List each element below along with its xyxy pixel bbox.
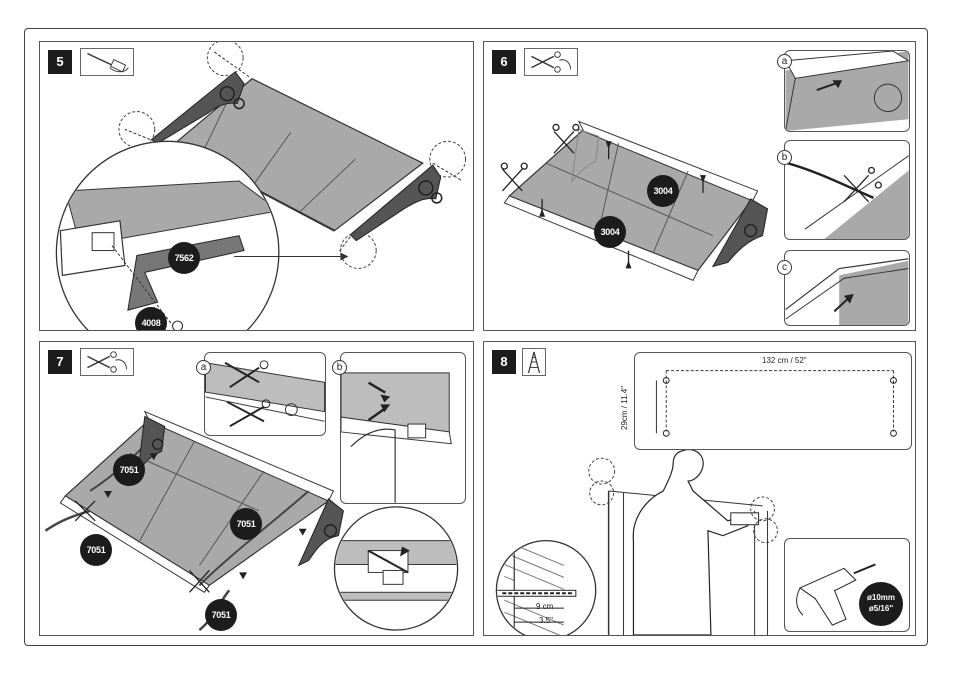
hole-layout-diagram	[634, 352, 912, 450]
drill-metric: ø10mm	[866, 593, 895, 602]
inset-b	[340, 352, 466, 504]
step-number: 7	[48, 350, 72, 374]
part-badge-bottom-left: 7051	[80, 534, 112, 566]
part-badge-screw: 4008	[135, 307, 167, 330]
scissors-icon	[80, 348, 134, 376]
inset-a	[204, 352, 326, 436]
part-badge-tape-bottom: 3004	[594, 216, 626, 248]
inset-b	[784, 140, 910, 240]
inset-label-b: b	[777, 150, 792, 165]
part-badge-left: 7051	[113, 454, 145, 486]
step-7-panel: 7 7051 7051 7051 7051 a b	[39, 341, 474, 636]
step-6-panel: 6 3004 3004 a b c	[483, 41, 916, 331]
depth-cm: 9 cm	[536, 602, 554, 611]
inset-label-a: a	[196, 360, 211, 375]
inset-label-c: c	[777, 260, 792, 275]
inset-label-a: a	[777, 54, 792, 69]
depth-in: 3.5"	[539, 616, 553, 625]
drill-bit-spec: ø10mm ø5/16"	[859, 582, 903, 626]
screwdriver-icon	[80, 48, 134, 76]
step-number: 5	[48, 50, 72, 74]
part-badge-end-cap: 7562	[168, 242, 200, 274]
height-dimension: 29cm / 11.4"	[620, 385, 629, 430]
step-5-panel: 5 7562 4008	[39, 41, 474, 331]
part-badge-bottom-right: 7051	[205, 599, 237, 631]
inset-c	[784, 250, 910, 326]
inset-a	[784, 50, 910, 132]
part-badge-tape-top: 3004	[647, 175, 679, 207]
step-8-panel: 8 132 cm / 52" 29cm / 11.4" 9 cm 3.5" ø1…	[483, 341, 916, 636]
drill-imperial: ø5/16"	[868, 604, 894, 613]
ladder-icon	[522, 348, 546, 376]
width-dimension: 132 cm / 52"	[762, 356, 807, 365]
part-badge-right: 7051	[230, 508, 262, 540]
step-8-illustration	[495, 449, 778, 635]
step-5-illustration	[55, 42, 467, 330]
scissors-icon	[524, 48, 578, 76]
instruction-sheet: 5 7562 4008	[24, 28, 928, 646]
inset-label-b: b	[332, 360, 347, 375]
step-number: 6	[492, 50, 516, 74]
step-number: 8	[492, 350, 516, 374]
